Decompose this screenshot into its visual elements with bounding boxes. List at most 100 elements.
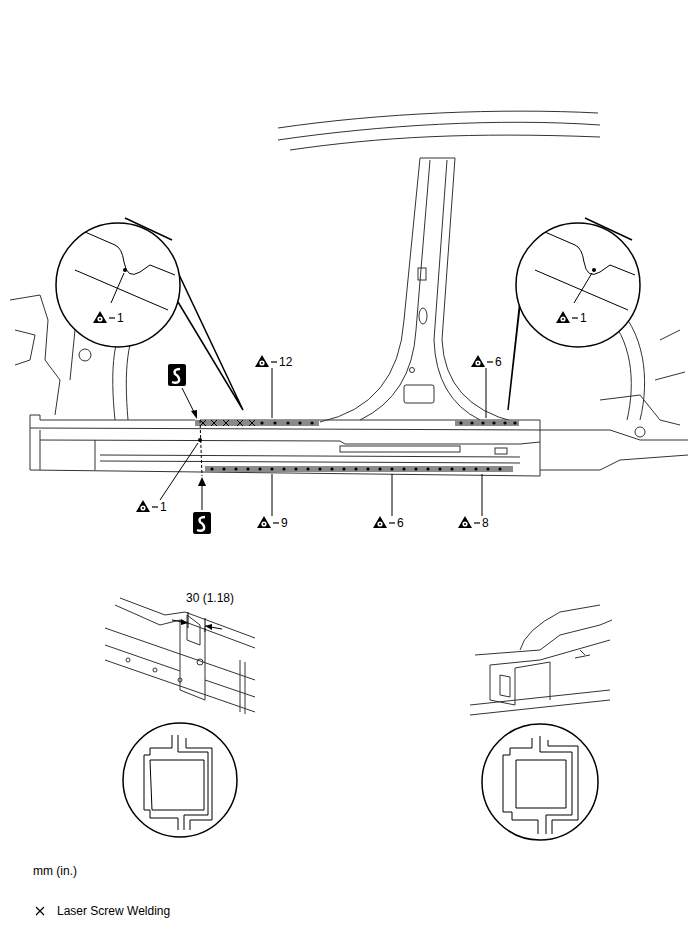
spot-weld [486, 467, 489, 470]
weld-points [200, 420, 517, 471]
detail-magnifier [508, 218, 640, 410]
spot-weld [282, 467, 285, 470]
spot-weld [503, 421, 506, 424]
rocker-panel [100, 455, 520, 463]
spot-weld [246, 467, 249, 470]
unit-note: mm (in.) [33, 864, 77, 878]
callout-dash [109, 317, 115, 318]
laser-screw-weld [200, 420, 206, 426]
cross-section [482, 724, 598, 840]
callout-triangle [263, 523, 265, 525]
spot-weld [342, 467, 345, 470]
callout-triangle [373, 516, 387, 528]
spot-weld [258, 467, 261, 470]
cross-section [123, 723, 237, 837]
spot-weld [492, 421, 495, 424]
callout-triangle [562, 318, 564, 320]
dimension-label: 30 (1.18) [186, 591, 234, 605]
callout-number: 9 [281, 516, 288, 530]
b-pillar [434, 160, 480, 420]
callout-triangle [93, 311, 107, 323]
spot-weld [222, 467, 225, 470]
callout-triangle [462, 521, 467, 526]
body-outline [10, 295, 60, 415]
b-pillar [442, 158, 515, 422]
callout-triangle [259, 360, 264, 365]
spot-weld [273, 421, 276, 424]
roof-line [278, 111, 598, 128]
laser-weld-mark [36, 907, 44, 915]
body-hole [635, 427, 645, 437]
rocker-panel [30, 415, 540, 476]
spot-weld [306, 467, 309, 470]
callout-triangle [255, 355, 269, 367]
spot-weld [286, 421, 289, 424]
callout-triangle [477, 362, 479, 364]
body-outline [600, 395, 680, 425]
laser-screw-weld [211, 420, 217, 426]
callout-symbol [93, 311, 578, 528]
spot-weld [234, 467, 237, 470]
pillar-hole [418, 268, 426, 280]
callout-triangle [257, 516, 271, 528]
rocker-panel [30, 428, 540, 430]
callout-number: 1 [117, 311, 124, 325]
spot-weld [378, 467, 381, 470]
pillar-joint [420, 158, 455, 159]
callout-triangle [261, 521, 266, 526]
spot-weld [310, 421, 313, 424]
roof-line [278, 122, 600, 140]
pillar-hole [410, 368, 415, 373]
callout-triangle [261, 362, 263, 364]
laser-screw-weld [237, 420, 243, 426]
b-pillar [320, 158, 420, 422]
callout-triangle [471, 355, 485, 367]
spot-weld [481, 421, 484, 424]
spot-weld [330, 467, 333, 470]
leader-line [160, 368, 486, 516]
spot-weld [450, 467, 453, 470]
spot-weld [459, 421, 462, 424]
spot-weld [470, 421, 473, 424]
b-pillar [360, 160, 430, 420]
spot-weld [198, 438, 202, 442]
callout-dash [572, 317, 578, 318]
rocker-panel [40, 430, 95, 470]
callout-triangle [136, 500, 150, 512]
callout-dash [389, 522, 395, 523]
spot-weld [318, 467, 321, 470]
cut-line [200, 420, 202, 476]
laser-screw-weld [249, 420, 255, 426]
section-view [470, 605, 612, 715]
rocker-panel [40, 440, 540, 444]
callout-triangle [458, 516, 472, 528]
callout-number: 1 [580, 311, 587, 325]
spot-weld [474, 467, 477, 470]
callout-dash [271, 361, 277, 362]
body-outline [540, 430, 688, 440]
rocker-rib [340, 446, 460, 452]
callout-triangle [140, 505, 145, 510]
spot-weld [402, 467, 405, 470]
laser-screw-weld [223, 420, 229, 426]
spot-weld [438, 467, 441, 470]
callout-triangle [377, 521, 382, 526]
callout-triangle [464, 523, 466, 525]
body-outline [655, 330, 685, 380]
weld-band [195, 420, 519, 472]
callout-dash [474, 522, 480, 523]
rocker-panel [30, 415, 540, 420]
body-outline [540, 455, 688, 470]
callout-number: 1 [160, 500, 167, 514]
spot-weld [270, 467, 273, 470]
spot-weld [513, 421, 516, 424]
pillar-hole [404, 385, 434, 403]
spot-weld [414, 467, 417, 470]
cut-symbol [168, 364, 197, 419]
spot-weld [426, 467, 429, 470]
spot-weld [366, 467, 369, 470]
spot-weld [390, 467, 393, 470]
spot-weld [294, 467, 297, 470]
callout-number: 6 [397, 516, 404, 530]
